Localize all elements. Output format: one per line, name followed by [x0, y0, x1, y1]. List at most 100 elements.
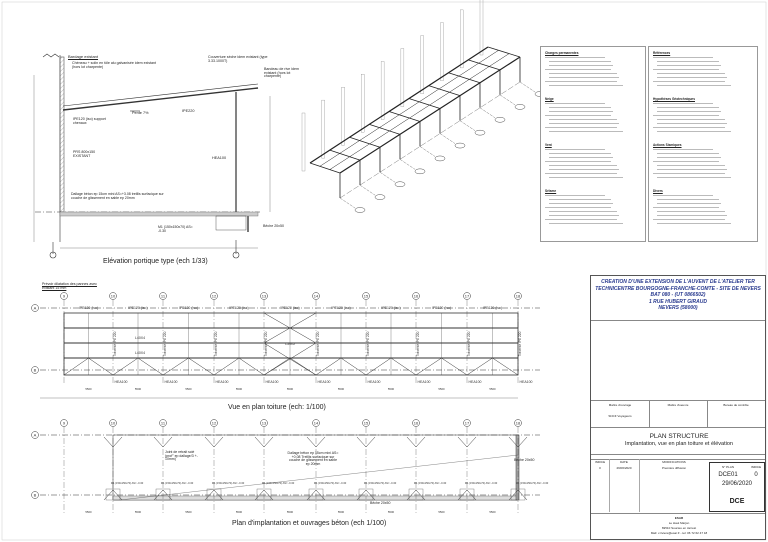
bracing — [315, 357, 367, 376]
notes-heading: Références — [653, 51, 671, 55]
roof-plan-note: Prévoir dilatation des pannes avec exist… — [42, 282, 97, 290]
label-cheneau: Chéneau + solin en tôle alu galvanisée i… — [72, 61, 157, 69]
iso-axis-bubble — [474, 129, 486, 136]
notes-text-line — [653, 207, 719, 208]
axis-bubble — [514, 419, 522, 427]
notes-text-line — [657, 203, 721, 204]
project-line: NEVERS (58000) — [658, 305, 698, 312]
iso-axis-bubble — [354, 207, 366, 213]
label-hea100: HEA100 — [212, 156, 227, 160]
axis-bubble — [210, 292, 218, 300]
notes-text-line — [549, 211, 617, 212]
axis-label: 13 — [262, 294, 267, 299]
footing-symbol — [457, 436, 477, 448]
iso-axis — [399, 159, 416, 170]
notes-text-line — [549, 215, 619, 216]
slab-note: Dallage béton ep 15cm mini AS= +0.08 Tre… — [287, 451, 339, 466]
footing-m1 — [459, 488, 475, 501]
label-bardage: Bardage existant — [68, 54, 99, 59]
beche-strip — [112, 495, 519, 501]
notes-text-line — [657, 169, 727, 170]
traverse-label: Traverse IPE 220 — [518, 331, 522, 356]
bracing — [263, 312, 317, 376]
label-ipe120: IPE120 (iso) support chenaux — [73, 117, 106, 125]
footing-label: M1 (150x150x70) AS= -0.30 — [212, 481, 245, 485]
notes-text-line — [653, 149, 713, 150]
label-ipe220: IPE220 — [182, 109, 195, 113]
notes-text-line — [545, 81, 617, 82]
plan-index: 0 — [754, 472, 758, 478]
footing-symbol — [103, 489, 123, 501]
notes-text-line — [657, 85, 731, 86]
iso-axis — [479, 107, 496, 118]
notes-text-line — [657, 61, 719, 62]
footing-symbol — [103, 436, 123, 448]
rev-mods: Première diffusion — [661, 466, 687, 470]
notes-text-line — [653, 161, 719, 162]
column-label: HEA100 — [114, 380, 127, 384]
iso-rafter — [468, 59, 501, 71]
span-dimension: 5500 — [287, 387, 294, 391]
iso-rafter — [349, 136, 381, 148]
notes-heading: Neige — [545, 97, 554, 101]
span-dimension: 5500 — [338, 510, 345, 514]
iso-rafter — [309, 162, 341, 174]
notes-text-line — [549, 177, 623, 178]
axis-label: A — [34, 433, 37, 438]
column-label: HEA100 — [215, 380, 228, 384]
iso-existing-post — [341, 87, 345, 146]
axis-bubble — [60, 292, 68, 300]
span-dimension: 5500 — [438, 510, 445, 514]
notes-heading: Vent — [545, 143, 552, 147]
axis-label: 10 — [111, 421, 116, 426]
notes-text-line — [549, 165, 617, 166]
notes-text-line — [657, 119, 725, 120]
iso-axis — [379, 172, 396, 183]
iso-rafter — [388, 111, 421, 122]
project-line: BAT 080 - (UT 0866502) — [650, 292, 706, 299]
role-owner: Maître d'ouvrage — [608, 403, 632, 407]
span-dimension: 5500 — [85, 387, 92, 391]
traverse-label: Traverse IPE 220 — [416, 331, 420, 356]
axis-label: B — [34, 368, 37, 373]
footing-m1 — [105, 488, 121, 501]
iso-existing-post — [479, 0, 484, 56]
column-label: HEA100 — [367, 380, 380, 384]
traverse-label: Traverse IPE 220 — [264, 331, 268, 356]
company-contact: Mail: v.riviere@esar.fr - tel: 06 72 62 … — [650, 531, 708, 535]
project-line: CREATION D'UNE EXTENSION DE L'AUVENT DE … — [601, 279, 755, 285]
notes-text-line — [653, 57, 713, 58]
iso-axis — [339, 197, 356, 209]
iso-axis-bubble — [454, 142, 466, 149]
axis-label: 9 — [63, 294, 66, 299]
footing-symbol — [204, 436, 224, 448]
footing-label: M1 (150x150x70) AS= -0.30 — [516, 481, 549, 485]
roof-plan-title: Vue en plan toiture (ech: 1/100) — [228, 404, 326, 411]
footing-symbol — [356, 436, 376, 448]
elevation-portique — [33, 53, 271, 259]
beam-label: IPE120 (iso) — [179, 306, 198, 310]
notes-text-line — [657, 165, 725, 166]
notes-text-line — [549, 65, 613, 66]
footing-symbol — [254, 436, 274, 448]
brace-label: L50x5 — [285, 342, 295, 346]
rev-header-index: INDICE — [594, 460, 606, 464]
plan-number: DCE01 — [718, 472, 738, 478]
iso-existing-post — [380, 61, 385, 120]
owner-name: SNCF Voyageurs — [608, 414, 632, 418]
notes-text-line — [549, 223, 623, 224]
plan-title: PLAN STRUCTURE — [649, 433, 709, 440]
footing-m1 — [256, 488, 272, 501]
notes-text-line — [653, 173, 725, 174]
axis-bubble — [159, 292, 167, 300]
column-label: HEA100 — [417, 380, 430, 384]
iso-purlin — [339, 56, 521, 174]
notes-text-line — [657, 123, 727, 124]
beam-label: IPE120 (iso) — [229, 306, 248, 310]
iso-axis — [439, 133, 456, 144]
axis-label: 14 — [314, 421, 319, 426]
axis-bubble — [362, 292, 370, 300]
notes-text-line — [549, 107, 611, 108]
notes-text-line — [545, 149, 605, 150]
